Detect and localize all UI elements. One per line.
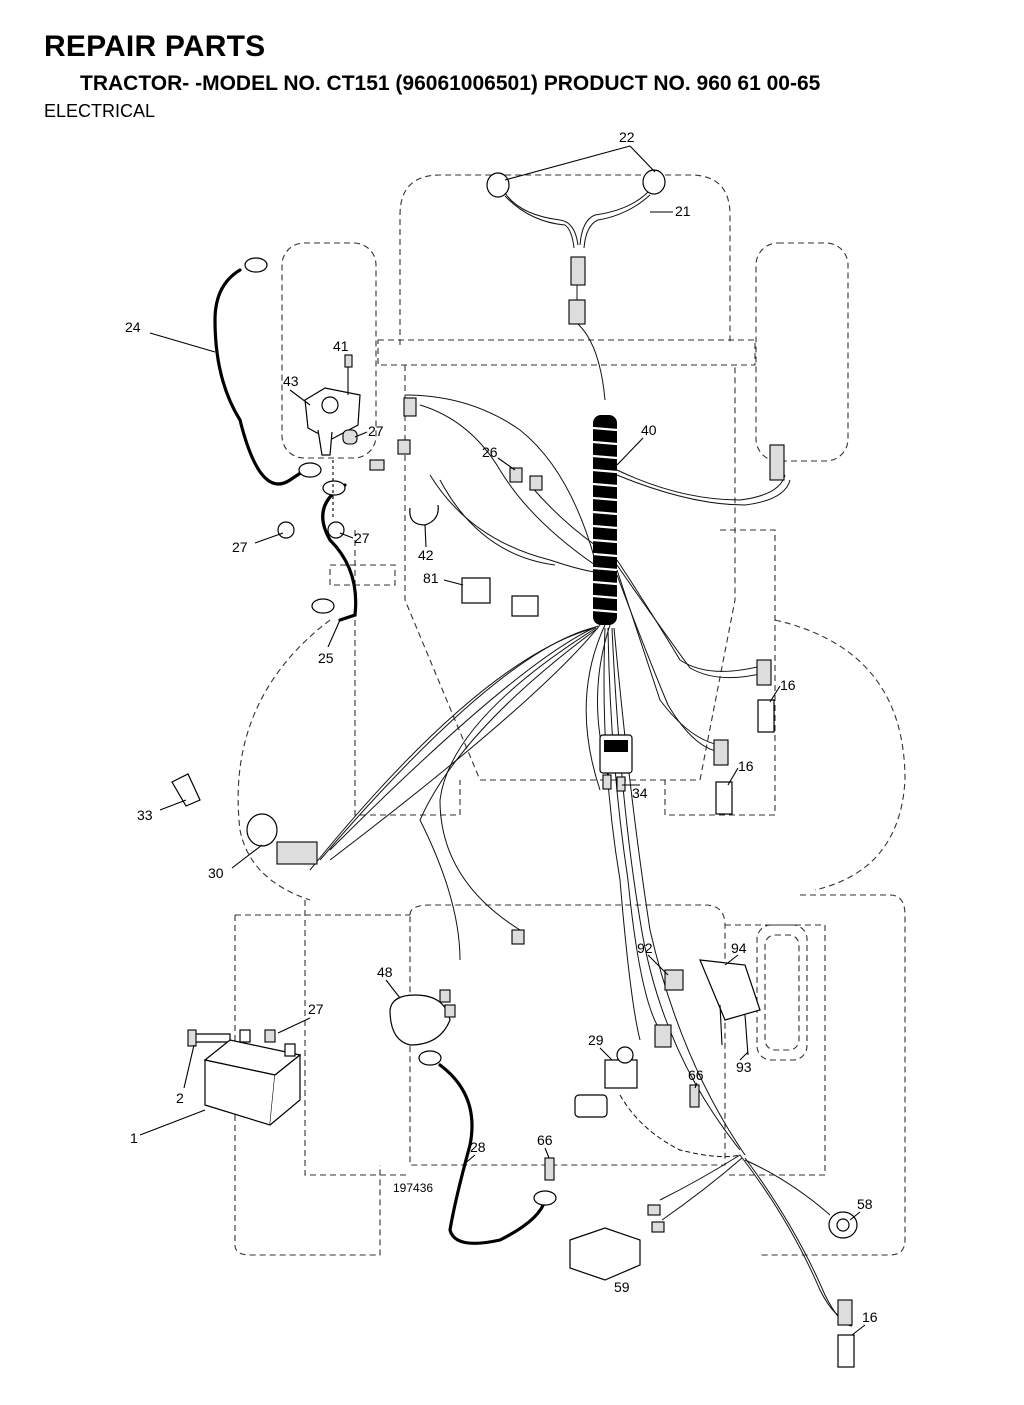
main-wire-harness [309, 394, 853, 1327]
callout-28: 28 [470, 1139, 486, 1155]
starter-solenoid [304, 354, 361, 456]
tractor-outline [234, 174, 906, 1256]
callout-58: 58 [857, 1196, 873, 1212]
callout-27: 27 [354, 530, 370, 546]
headlight-assembly [486, 169, 666, 401]
callout-59: 59 [614, 1279, 630, 1295]
callout-92: 92 [637, 940, 653, 956]
callout-33: 33 [137, 807, 153, 823]
callout-leaders [139, 145, 866, 1336]
figure-number: 197436 [393, 1181, 433, 1195]
ignition-switch [246, 813, 318, 865]
battery-cable-24 [213, 268, 307, 486]
callout-34: 34 [632, 785, 648, 801]
callout-16: 16 [738, 758, 754, 774]
callout-81: 81 [423, 570, 439, 586]
ignition-module [569, 1204, 665, 1281]
callout-27: 27 [232, 539, 248, 555]
callout-41: 41 [333, 338, 349, 354]
callout-29: 29 [588, 1032, 604, 1048]
battery [203, 1029, 302, 1126]
cable-ring-terminal [244, 257, 268, 273]
callout-43: 43 [283, 373, 299, 389]
callout-1: 1 [130, 1130, 138, 1146]
callout-22: 22 [619, 129, 635, 145]
section-label: ELECTRICAL [44, 101, 156, 121]
callout-24: 24 [125, 319, 141, 335]
callout-27: 27 [368, 423, 384, 439]
callout-16: 16 [780, 677, 796, 693]
callout-16: 16 [862, 1309, 878, 1325]
callout-94: 94 [731, 940, 747, 956]
callout-42: 42 [418, 547, 434, 563]
callout-48: 48 [377, 964, 393, 980]
callout-21: 21 [675, 203, 691, 219]
model-subtitle: TRACTOR- -MODEL NO. CT151 (96061006501) … [80, 72, 821, 95]
callout-2: 2 [176, 1090, 184, 1106]
ground-cable-28 [438, 1063, 547, 1245]
callout-labels: 22 21 24 41 43 27 40 26 27 27 42 81 25 1… [125, 129, 878, 1325]
callout-66: 66 [688, 1067, 704, 1083]
callout-30: 30 [208, 865, 224, 881]
callout-25: 25 [318, 650, 334, 666]
callout-66: 66 [537, 1132, 553, 1148]
callout-27: 27 [308, 1001, 324, 1017]
callout-40: 40 [641, 422, 657, 438]
solenoid-cable-25 [321, 483, 358, 622]
callout-26: 26 [482, 444, 498, 460]
callout-93: 93 [736, 1059, 752, 1075]
page-title: REPAIR PARTS [44, 30, 266, 63]
